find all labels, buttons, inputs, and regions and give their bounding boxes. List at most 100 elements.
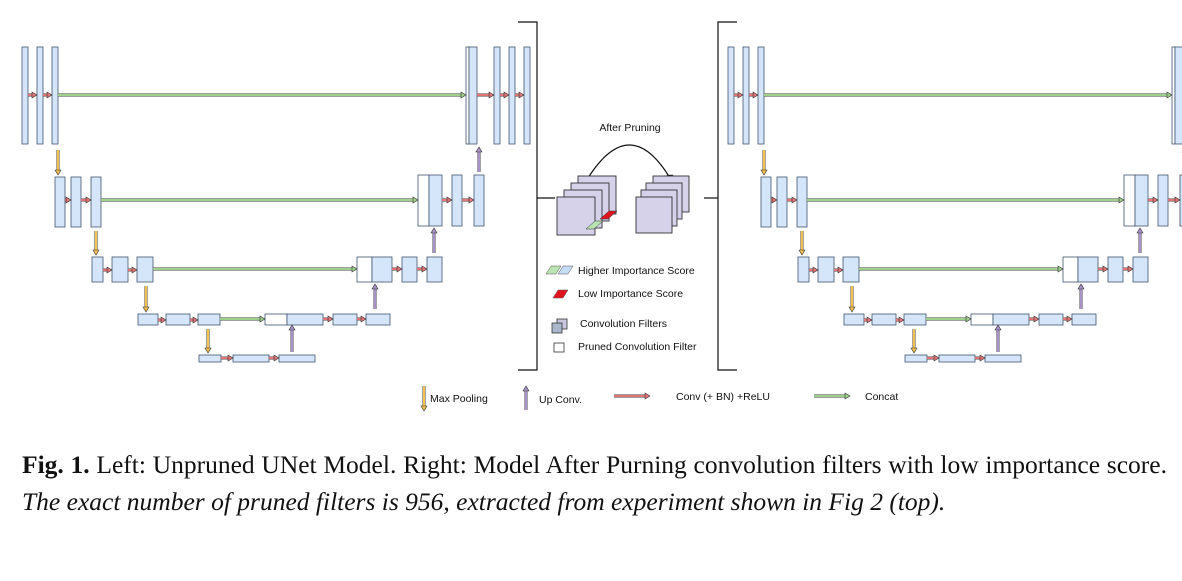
right-dec1-concat-block	[1174, 46, 1182, 145]
left-enc1-block	[51, 46, 59, 145]
left-enc3-block	[111, 256, 129, 283]
left-dec2-block	[451, 174, 463, 227]
right-conv-arrow-head	[771, 196, 778, 204]
left-bracket	[518, 21, 538, 371]
left-conv-arrow-head	[106, 266, 113, 274]
left-conv-arrow-head	[488, 91, 495, 99]
left-dec1-block	[523, 46, 531, 145]
right-enc1-block	[742, 46, 750, 145]
left-dec2-block	[473, 174, 485, 227]
right-concat-arrow-head	[1057, 265, 1064, 273]
higher-importance-mark	[585, 220, 604, 230]
right-conv-arrow-head	[837, 266, 844, 274]
left-dec2-concat-block	[417, 174, 430, 227]
left-concat-arrow-head	[351, 265, 358, 273]
right-conv-arrow-head	[1152, 196, 1159, 204]
right-upconv-arrow-head	[1077, 283, 1085, 290]
right-conv-arrow-head	[1127, 265, 1134, 273]
caption-italic-text: The exact number of pruned filters is 95…	[22, 487, 946, 516]
right-dec4-concat-block	[992, 313, 1030, 326]
left-maxpool-arrow-head	[92, 249, 100, 256]
left-dec3-concat-block	[371, 256, 393, 283]
left-enc2-block	[90, 176, 102, 228]
left-dec4-concat-block	[286, 313, 324, 326]
legend-conv-relu-label: Conv (+ BN) +ReLU	[676, 391, 770, 403]
legend-higher-label: Higher Importance Score	[578, 265, 695, 277]
left-upconv-arrow-head	[371, 283, 379, 290]
right-conv-arrow-head	[933, 354, 940, 362]
legend-low-swatch	[552, 289, 569, 299]
right-conv-arrow-head	[791, 196, 798, 204]
right-upconv-arrow-head	[994, 324, 1002, 331]
right-dec1-concat-block	[1171, 46, 1176, 145]
left-conv-arrow-head	[131, 266, 138, 274]
left-dec1-concat-block	[465, 46, 470, 145]
right-dec4-block	[1071, 313, 1097, 326]
right-dec4-concat-block	[970, 313, 994, 326]
left-conv-arrow-head	[273, 354, 280, 362]
left-concat-arrow-head	[412, 196, 419, 204]
left-conv-arrow-head	[192, 316, 199, 324]
right-dec3-block	[1132, 256, 1149, 283]
left-dec1-block	[493, 46, 501, 145]
left-enc2-block	[54, 176, 66, 228]
after-pruning-label: After Pruning	[599, 122, 660, 134]
left-conv-arrow-head	[446, 196, 453, 204]
caption-text: Left: Unpruned UNet Model. Right: Model …	[89, 450, 1167, 479]
right-conv-arrow-head	[1033, 315, 1040, 323]
right-conv-arrow-head	[1066, 315, 1073, 323]
legend-concat-label: Concat	[865, 391, 898, 403]
left-maxpool-arrow-head	[204, 347, 212, 354]
left-dec4-block	[365, 313, 391, 326]
left-conv-arrow-head	[396, 265, 403, 273]
right-enc3-block	[797, 256, 810, 283]
right-maxpool-arrow-head	[910, 347, 918, 354]
left-bottleneck-block	[278, 354, 316, 363]
left-conv-arrow-head	[503, 91, 510, 99]
left-enc3-block	[136, 256, 154, 283]
legend-maxpool-arrow-head	[420, 405, 428, 412]
left-dec2-concat-block	[428, 174, 443, 227]
right-maxpool-arrow-head	[848, 306, 856, 313]
right-conv-arrow-head	[752, 91, 759, 99]
conv-filter-square	[635, 196, 673, 234]
caption-label: Fig. 1.	[22, 450, 90, 479]
right-dec3-concat-block	[1077, 256, 1099, 283]
right-dec3-block	[1107, 256, 1124, 283]
right-dec2-block	[1179, 174, 1182, 227]
right-enc4-block	[843, 313, 865, 326]
right-maxpool-arrow-head	[760, 169, 768, 176]
left-dec1-block	[508, 46, 516, 145]
left-dec3-block	[426, 256, 443, 283]
right-enc4-block	[871, 313, 897, 326]
left-dec4-block	[332, 313, 358, 326]
left-enc1-block	[21, 46, 29, 145]
legend-conv-swatch	[551, 322, 563, 334]
left-dec3-block	[401, 256, 418, 283]
right-dec2-concat-block	[1123, 174, 1136, 227]
left-bottleneck-block	[232, 354, 270, 363]
right-conv-arrow-head	[898, 316, 905, 324]
left-dec1-concat-block	[468, 46, 478, 145]
right-enc2-block	[776, 176, 788, 228]
right-conv-arrow-head	[737, 91, 744, 99]
left-enc3-block	[91, 256, 104, 283]
right-enc3-block	[817, 256, 835, 283]
legend-higher-swatch	[557, 265, 574, 275]
left-conv-arrow-head	[227, 354, 234, 362]
legend-conv-arrow-head	[644, 392, 651, 400]
left-conv-arrow-head	[360, 315, 367, 323]
left-concat-arrow-head	[259, 315, 266, 323]
right-dec2-concat-block	[1134, 174, 1149, 227]
right-enc4-block	[903, 313, 927, 326]
right-dec2-block	[1157, 174, 1169, 227]
right-bottleneck-block	[984, 354, 1022, 363]
right-maxpool-arrow-head	[798, 249, 806, 256]
right-bottleneck-block	[904, 354, 928, 363]
pruning-arc-arrow	[587, 144, 671, 179]
left-upconv-arrow-head	[430, 227, 438, 234]
left-dec4-concat-block	[264, 313, 288, 326]
left-conv-arrow-head	[85, 196, 92, 204]
left-dec3-concat-block	[356, 256, 373, 283]
left-conv-arrow-head	[468, 196, 475, 204]
